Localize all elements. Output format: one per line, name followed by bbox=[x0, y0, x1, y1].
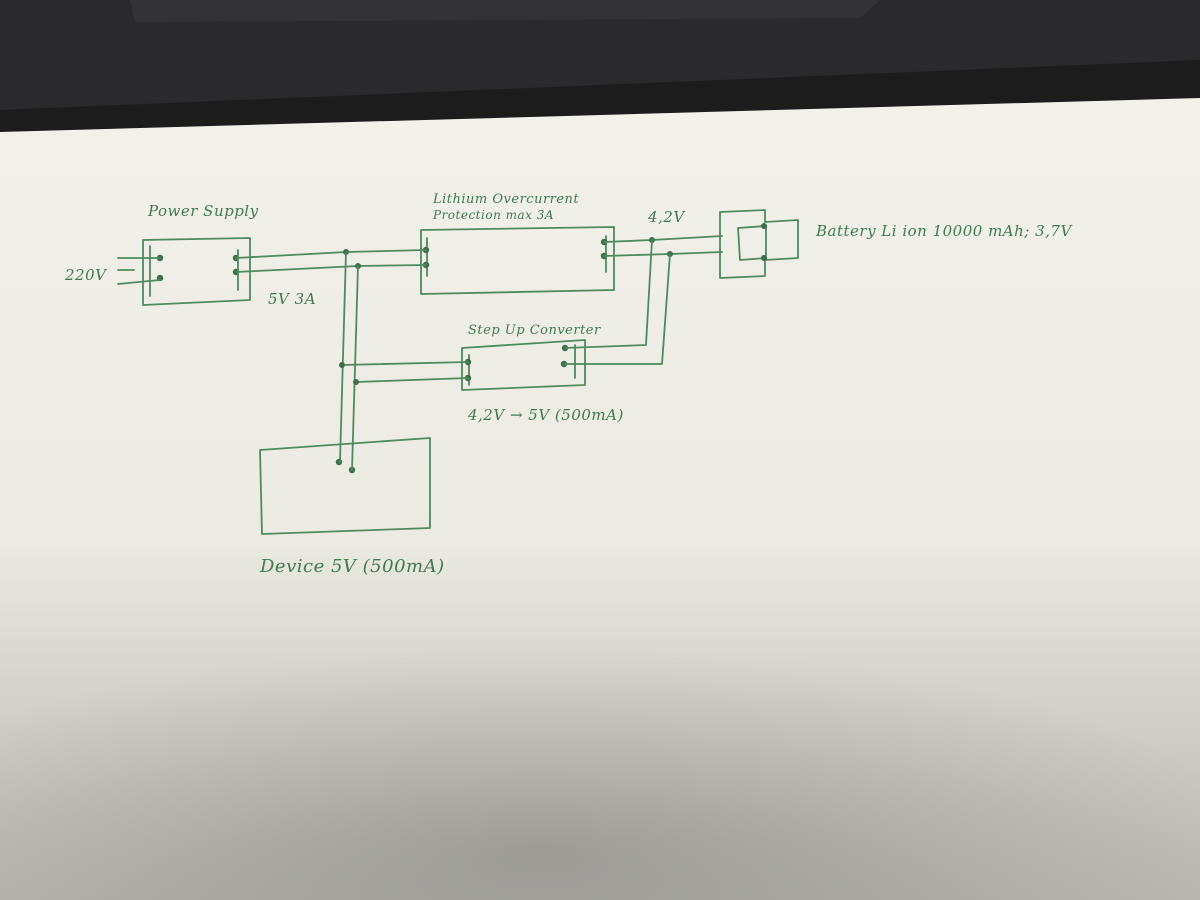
wires bbox=[235, 235, 723, 471]
device-label: Device 5V (500mA) bbox=[259, 556, 445, 577]
laptop-hinge bbox=[130, 0, 880, 22]
step-up-rating-label: 4,2V → 5V (500mA) bbox=[467, 406, 624, 424]
laptop-edge bbox=[0, 0, 1200, 110]
power-supply-label: Power Supply bbox=[147, 202, 259, 220]
power-supply-box bbox=[117, 237, 251, 306]
input-voltage-label: 220V bbox=[64, 266, 108, 284]
protection-board-box bbox=[420, 226, 615, 295]
step-up-label: Step Up Converter bbox=[468, 323, 601, 338]
battery-label: Battery Li ion 10000 mAh; 3,7V bbox=[815, 222, 1073, 240]
protection-label-line2: Protection max 3A bbox=[432, 208, 554, 222]
psu-output-label: 5V 3A bbox=[268, 290, 316, 308]
protection-label-line1: Lithium Overcurrent bbox=[432, 192, 579, 207]
paper-shadow bbox=[0, 560, 1200, 900]
battery-box bbox=[719, 209, 799, 279]
step-up-converter-box bbox=[461, 339, 586, 391]
battery-voltage-label: 4,2V bbox=[647, 208, 686, 226]
